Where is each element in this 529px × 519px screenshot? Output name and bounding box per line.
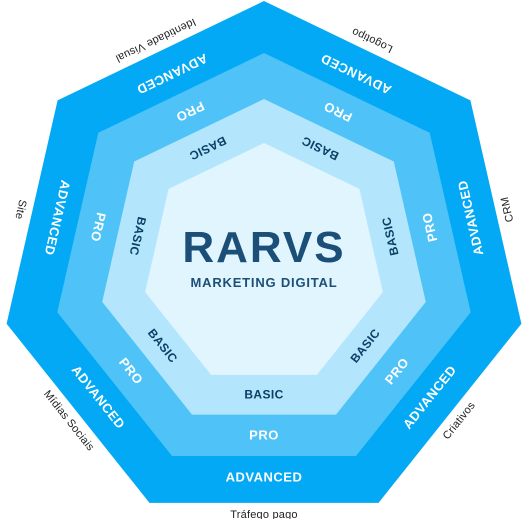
core-heptagon [145,143,383,375]
pro-label: PRO [249,428,279,443]
pro-label: PRO [88,211,109,243]
basic-label: BASIC [244,388,283,402]
segment-label: Site [12,198,28,220]
brand-tagline: MARKETING DIGITAL [191,275,338,290]
brand-title: RARVS [182,223,345,272]
advanced-label: ADVANCED [226,469,303,484]
pro-label: PRO [419,211,440,243]
segment-label: Tráfego pago [230,509,297,519]
segment-label: CRM [499,196,516,224]
